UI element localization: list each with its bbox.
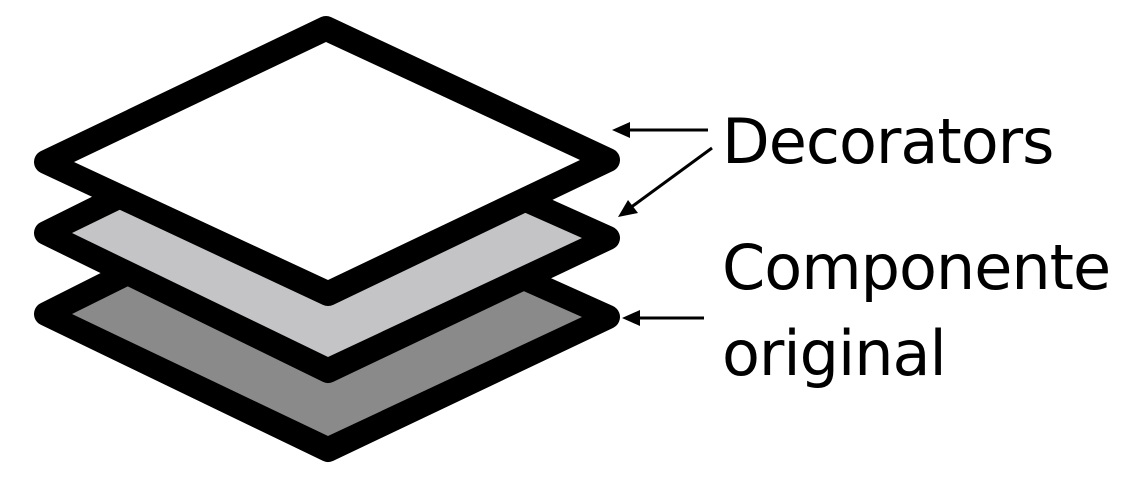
top-decorator-layer xyxy=(34,16,620,306)
arrow-decorators-top xyxy=(612,122,708,138)
label-component-line2: original xyxy=(722,317,946,390)
label-decorators: Decorators xyxy=(722,105,1053,178)
top-decorator-layer-face xyxy=(74,42,580,280)
label-component-line1: Componente xyxy=(722,231,1110,304)
arrow-component xyxy=(622,310,704,326)
arrow-decorators-middle xyxy=(618,146,713,217)
